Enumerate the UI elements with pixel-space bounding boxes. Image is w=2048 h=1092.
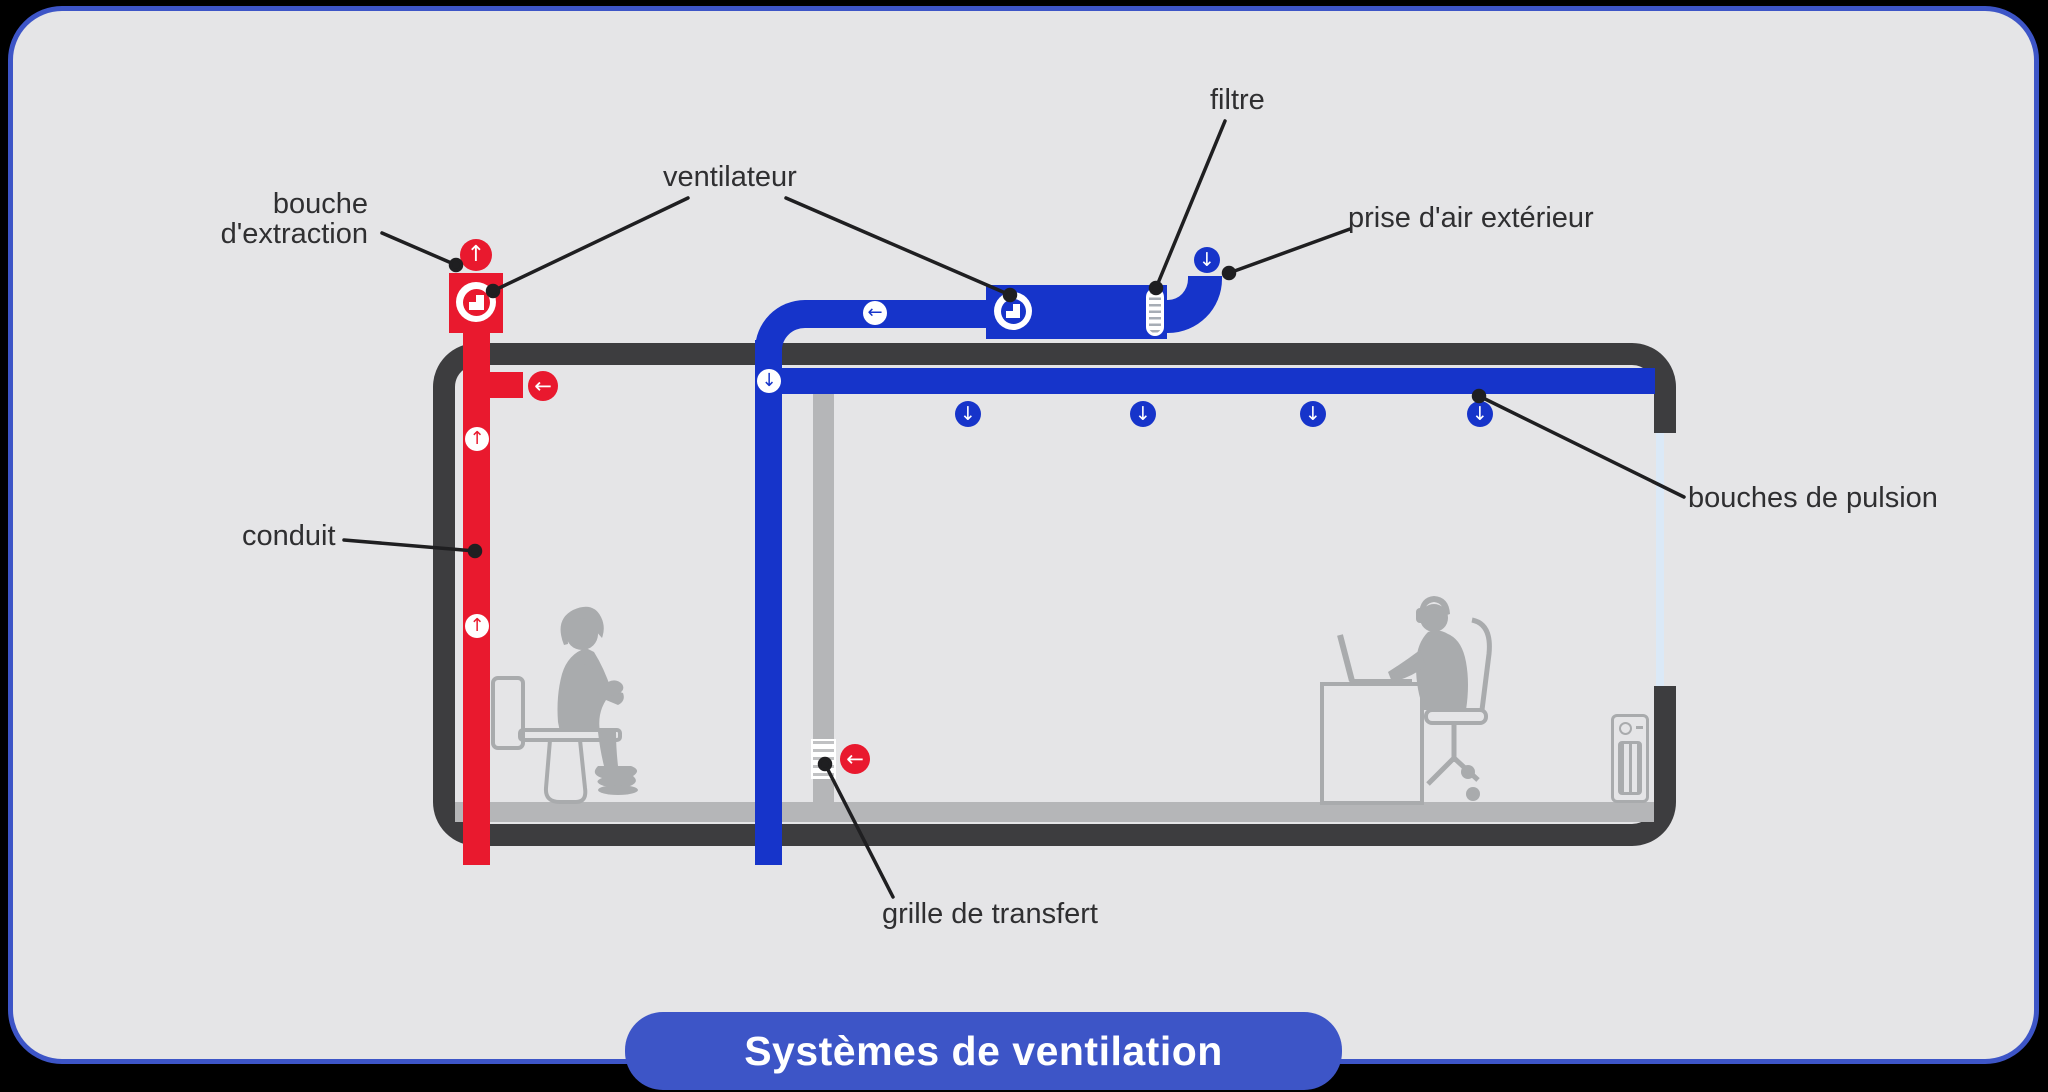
supply-fan-icon (994, 292, 1032, 330)
floor (455, 802, 1654, 822)
supply-vent-arrow-icon: ↓ (955, 401, 981, 427)
label-ventilateur: ventilateur (663, 161, 797, 193)
page-title: Systèmes de ventilation (744, 1027, 1223, 1074)
extraction-duct-vertical (463, 333, 490, 865)
extraction-flow-arrow-icon: ↑ (465, 614, 489, 638)
filter-element (1146, 288, 1164, 336)
label-filtre: filtre (1210, 84, 1265, 116)
wall-window-gap (1648, 433, 1682, 686)
label-bouche-extraction: bouche d'extraction (220, 188, 368, 250)
transfer-grille (811, 739, 836, 779)
diagram-card (8, 6, 2039, 1064)
supply-vent-arrow-icon: ↓ (1467, 401, 1493, 427)
vertical-supply-duct (755, 340, 782, 865)
extraction-tee-stub (490, 372, 523, 398)
interior-partition-wall (813, 393, 834, 803)
extraction-flow-arrow-icon: ↑ (465, 427, 489, 451)
title-banner: Systèmes de ventilation (625, 1012, 1342, 1090)
purifier-vent-dash (1636, 726, 1643, 729)
window (1656, 433, 1664, 686)
supply-vent-arrow-icon: ↓ (1130, 401, 1156, 427)
purifier-grille (1618, 741, 1642, 795)
extraction-outlet-arrow-icon: ↑ (460, 239, 492, 271)
supply-flow-arrow-icon: ↓ (757, 369, 781, 393)
label-bouches-pulsion: bouches de pulsion (1688, 482, 1938, 514)
supply-vent-arrow-icon: ↓ (1300, 401, 1326, 427)
extraction-fan-icon (456, 282, 496, 322)
air-purifier (1611, 714, 1649, 803)
extraction-intake-arrow-icon: ← (528, 371, 558, 401)
supply-flow-arrow-icon: ← (863, 301, 887, 325)
label-grille-transfert: grille de transfert (882, 898, 1098, 930)
transfer-grille-arrow-icon: ← (840, 744, 870, 774)
purifier-knob-icon (1619, 722, 1632, 735)
label-conduit: conduit (242, 520, 336, 552)
horizontal-supply-duct (806, 300, 987, 328)
outside-air-arrow-icon: ↓ (1194, 247, 1220, 273)
ceiling-supply-duct (755, 368, 1655, 394)
label-prise-air-exterieur: prise d'air extérieur (1348, 202, 1594, 234)
